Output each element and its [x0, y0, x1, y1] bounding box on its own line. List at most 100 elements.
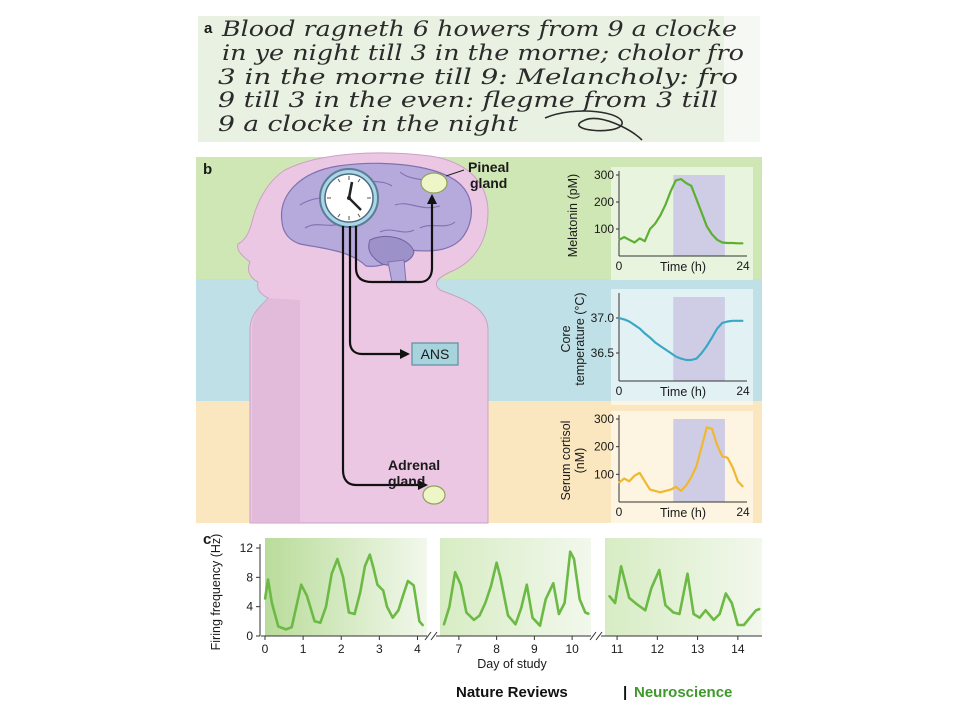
data-point: [628, 597, 630, 599]
night-shading: [673, 175, 725, 256]
data-point: [726, 457, 729, 459]
data-point: [644, 480, 646, 482]
panel-b-letter: b: [203, 161, 212, 178]
x-tick-label: 3: [376, 642, 383, 656]
data-point: [639, 237, 641, 240]
x-tick-label: 24: [736, 384, 750, 398]
data-point: [719, 613, 721, 615]
x-tick-label: 13: [691, 642, 705, 656]
adrenal-label-1: Adrenal: [388, 457, 440, 473]
data-point: [588, 613, 590, 615]
data-point: [672, 611, 675, 614]
data-point: [454, 571, 456, 573]
data-point: [664, 604, 666, 606]
data-point: [277, 625, 279, 628]
data-point: [628, 320, 630, 323]
pineal-gland: [420, 172, 448, 194]
data-point: [706, 426, 708, 428]
x-axis-label: Time (h): [660, 506, 706, 520]
data-point: [686, 573, 689, 575]
data-point: [623, 477, 625, 480]
x-tick-label: 11: [611, 642, 624, 656]
data-point: [706, 225, 708, 227]
data-point: [633, 475, 636, 477]
data-point: [348, 611, 350, 614]
data-point: [699, 617, 701, 619]
y-tick-label: 12: [240, 541, 254, 555]
x-tick-label: 24: [736, 259, 750, 273]
neural-pathways: [341, 194, 437, 490]
data-point: [690, 476, 692, 478]
data-point: [654, 341, 656, 344]
data-point: [573, 558, 575, 560]
data-point: [695, 198, 698, 200]
data-point: [732, 466, 734, 469]
data-point: [465, 611, 468, 614]
data-point: [742, 242, 744, 244]
data-point: [342, 576, 344, 578]
data-point: [737, 242, 739, 244]
data-point: [402, 595, 404, 597]
x-tick-label: 10: [565, 642, 579, 656]
data-point: [670, 190, 672, 192]
ans-box: [411, 342, 459, 366]
manuscript-paper: [198, 16, 760, 142]
data-point: [749, 617, 751, 619]
data-point: [680, 178, 682, 180]
data-point: [633, 241, 636, 244]
data-point: [639, 472, 641, 474]
data-point: [721, 455, 723, 457]
data-point: [678, 613, 681, 615]
axis-break-mark: [424, 631, 438, 641]
data-point: [654, 223, 656, 225]
data-point: [623, 318, 625, 320]
data-point: [496, 562, 498, 564]
data-point: [633, 324, 636, 326]
axis-break-mark: [589, 631, 603, 641]
data-point: [644, 332, 646, 334]
x-tick-label: 4: [414, 642, 421, 656]
data-point: [267, 578, 269, 581]
y-tick-label: 200: [594, 195, 614, 209]
data-point: [650, 587, 652, 589]
y-axis-label: Melatonin (pM): [566, 174, 580, 257]
data-point: [295, 606, 297, 608]
y-tick-label: 300: [594, 168, 614, 182]
data-point: [649, 337, 651, 339]
data-point: [639, 327, 641, 330]
y-axis-label: (nM): [573, 448, 587, 474]
y-tick-label: 37.0: [591, 311, 615, 325]
pineal-label-1: Pineal: [468, 159, 509, 175]
data-point: [726, 320, 729, 323]
data-point: [654, 490, 656, 492]
ans-label: ANS: [421, 346, 450, 362]
data-point: [692, 613, 695, 615]
panel-a: a Blood ragneth 6 howers from 9 a clocke…: [198, 16, 760, 142]
journal-name: Nature Reviews: [456, 684, 568, 701]
data-point: [331, 573, 333, 575]
y-axis-label: Serum cortisol: [559, 421, 573, 501]
data-point: [731, 602, 733, 604]
data-point: [479, 614, 481, 617]
x-tick-label: 2: [338, 642, 345, 656]
x-tick-label: 24: [736, 505, 750, 519]
data-point: [507, 614, 509, 617]
data-point: [649, 488, 651, 491]
data-point: [659, 345, 661, 347]
journal-footer: Nature Reviews | Neuroscience: [456, 684, 732, 701]
journal-separator: |: [623, 684, 627, 701]
x-axis-label: Time (h): [660, 385, 706, 399]
x-tick-label: 0: [262, 642, 269, 656]
data-point: [618, 482, 620, 484]
data-point: [319, 622, 321, 624]
manuscript-edge: [724, 16, 760, 142]
data-point: [695, 358, 698, 360]
data-point: [552, 582, 554, 584]
manuscript-line-4: 9 till 3 in the even: flegme from 3 till: [218, 88, 718, 112]
data-point: [716, 444, 718, 446]
data-point: [563, 602, 566, 604]
